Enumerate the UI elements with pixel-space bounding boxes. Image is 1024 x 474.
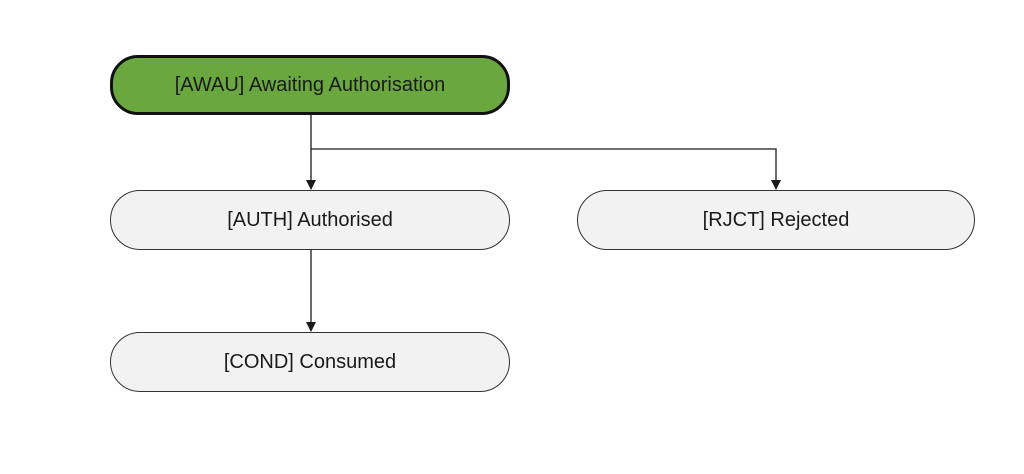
node-label-auth: [AUTH] Authorised bbox=[227, 208, 393, 231]
node-rejected: [RJCT] Rejected bbox=[577, 190, 975, 250]
node-consumed: [COND] Consumed bbox=[110, 332, 510, 392]
node-label-rjct: [RJCT] Rejected bbox=[702, 208, 850, 231]
node-label-cond: [COND] Consumed bbox=[223, 350, 397, 373]
node-label-awau: [AWAU] Awaiting Authorisation bbox=[174, 73, 446, 96]
node-authorised: [AUTH] Authorised bbox=[110, 190, 510, 250]
edge-awau-to-rjct bbox=[311, 148, 781, 190]
node-awaiting-authorisation: [AWAU] Awaiting Authorisation bbox=[110, 55, 510, 115]
